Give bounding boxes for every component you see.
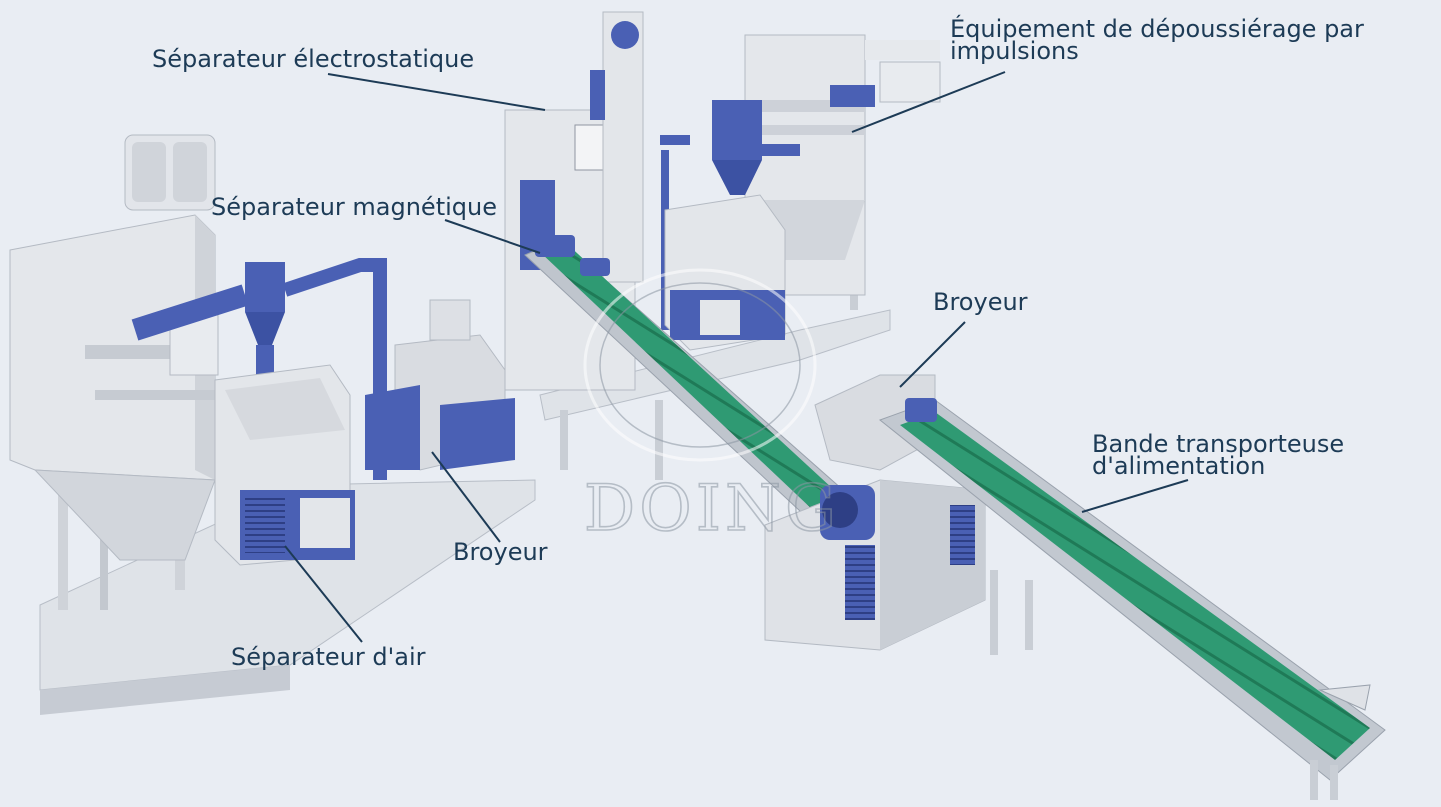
- label-pulse-dust-removal-line1: Équipement de dépoussiérage par: [950, 15, 1364, 43]
- left-elevator: [124, 134, 216, 211]
- label-crusher-left: Broyeur: [453, 538, 548, 566]
- left-dust-collector: [9, 214, 219, 561]
- label-feeding-conveyor-line1: Bande transporteuse: [1092, 430, 1345, 458]
- leader-electrostatic: [327, 73, 546, 111]
- label-pulse-dust-removal-line2: impulsions: [950, 37, 1079, 65]
- middle-conveyor: [524, 235, 861, 526]
- leader-crusher-left: [431, 451, 501, 543]
- watermark-text: DOING: [584, 472, 840, 546]
- label-air-separator: Séparateur d'air: [231, 643, 426, 671]
- left-crusher: [365, 299, 515, 471]
- right-crusher: [764, 374, 986, 651]
- leader-magnetic: [444, 219, 541, 254]
- leader-conveyor: [1081, 479, 1189, 513]
- label-electrostatic-separator: Séparateur électrostatique: [152, 45, 475, 73]
- leader-dust: [851, 71, 1006, 133]
- leader-lines: [284, 71, 1189, 643]
- left-air-separator: [214, 364, 355, 566]
- label-crusher-right: Broyeur: [933, 288, 1028, 316]
- label-pulse-dust-removal: Équipement de dépoussiérage par impulsio…: [950, 15, 1364, 65]
- leader-crusher-right: [899, 321, 966, 388]
- feeding-conveyor: [878, 398, 1386, 800]
- label-feeding-conveyor-line2: d'alimentation: [1092, 452, 1266, 480]
- watermark-logo: DOING: [583, 268, 840, 547]
- leader-air: [284, 545, 363, 643]
- label-magnetic-separator: Séparateur magnétique: [211, 193, 497, 221]
- label-feeding-conveyor: Bande transporteuse d'alimentation: [1092, 430, 1345, 480]
- left-cyclone: [131, 258, 387, 480]
